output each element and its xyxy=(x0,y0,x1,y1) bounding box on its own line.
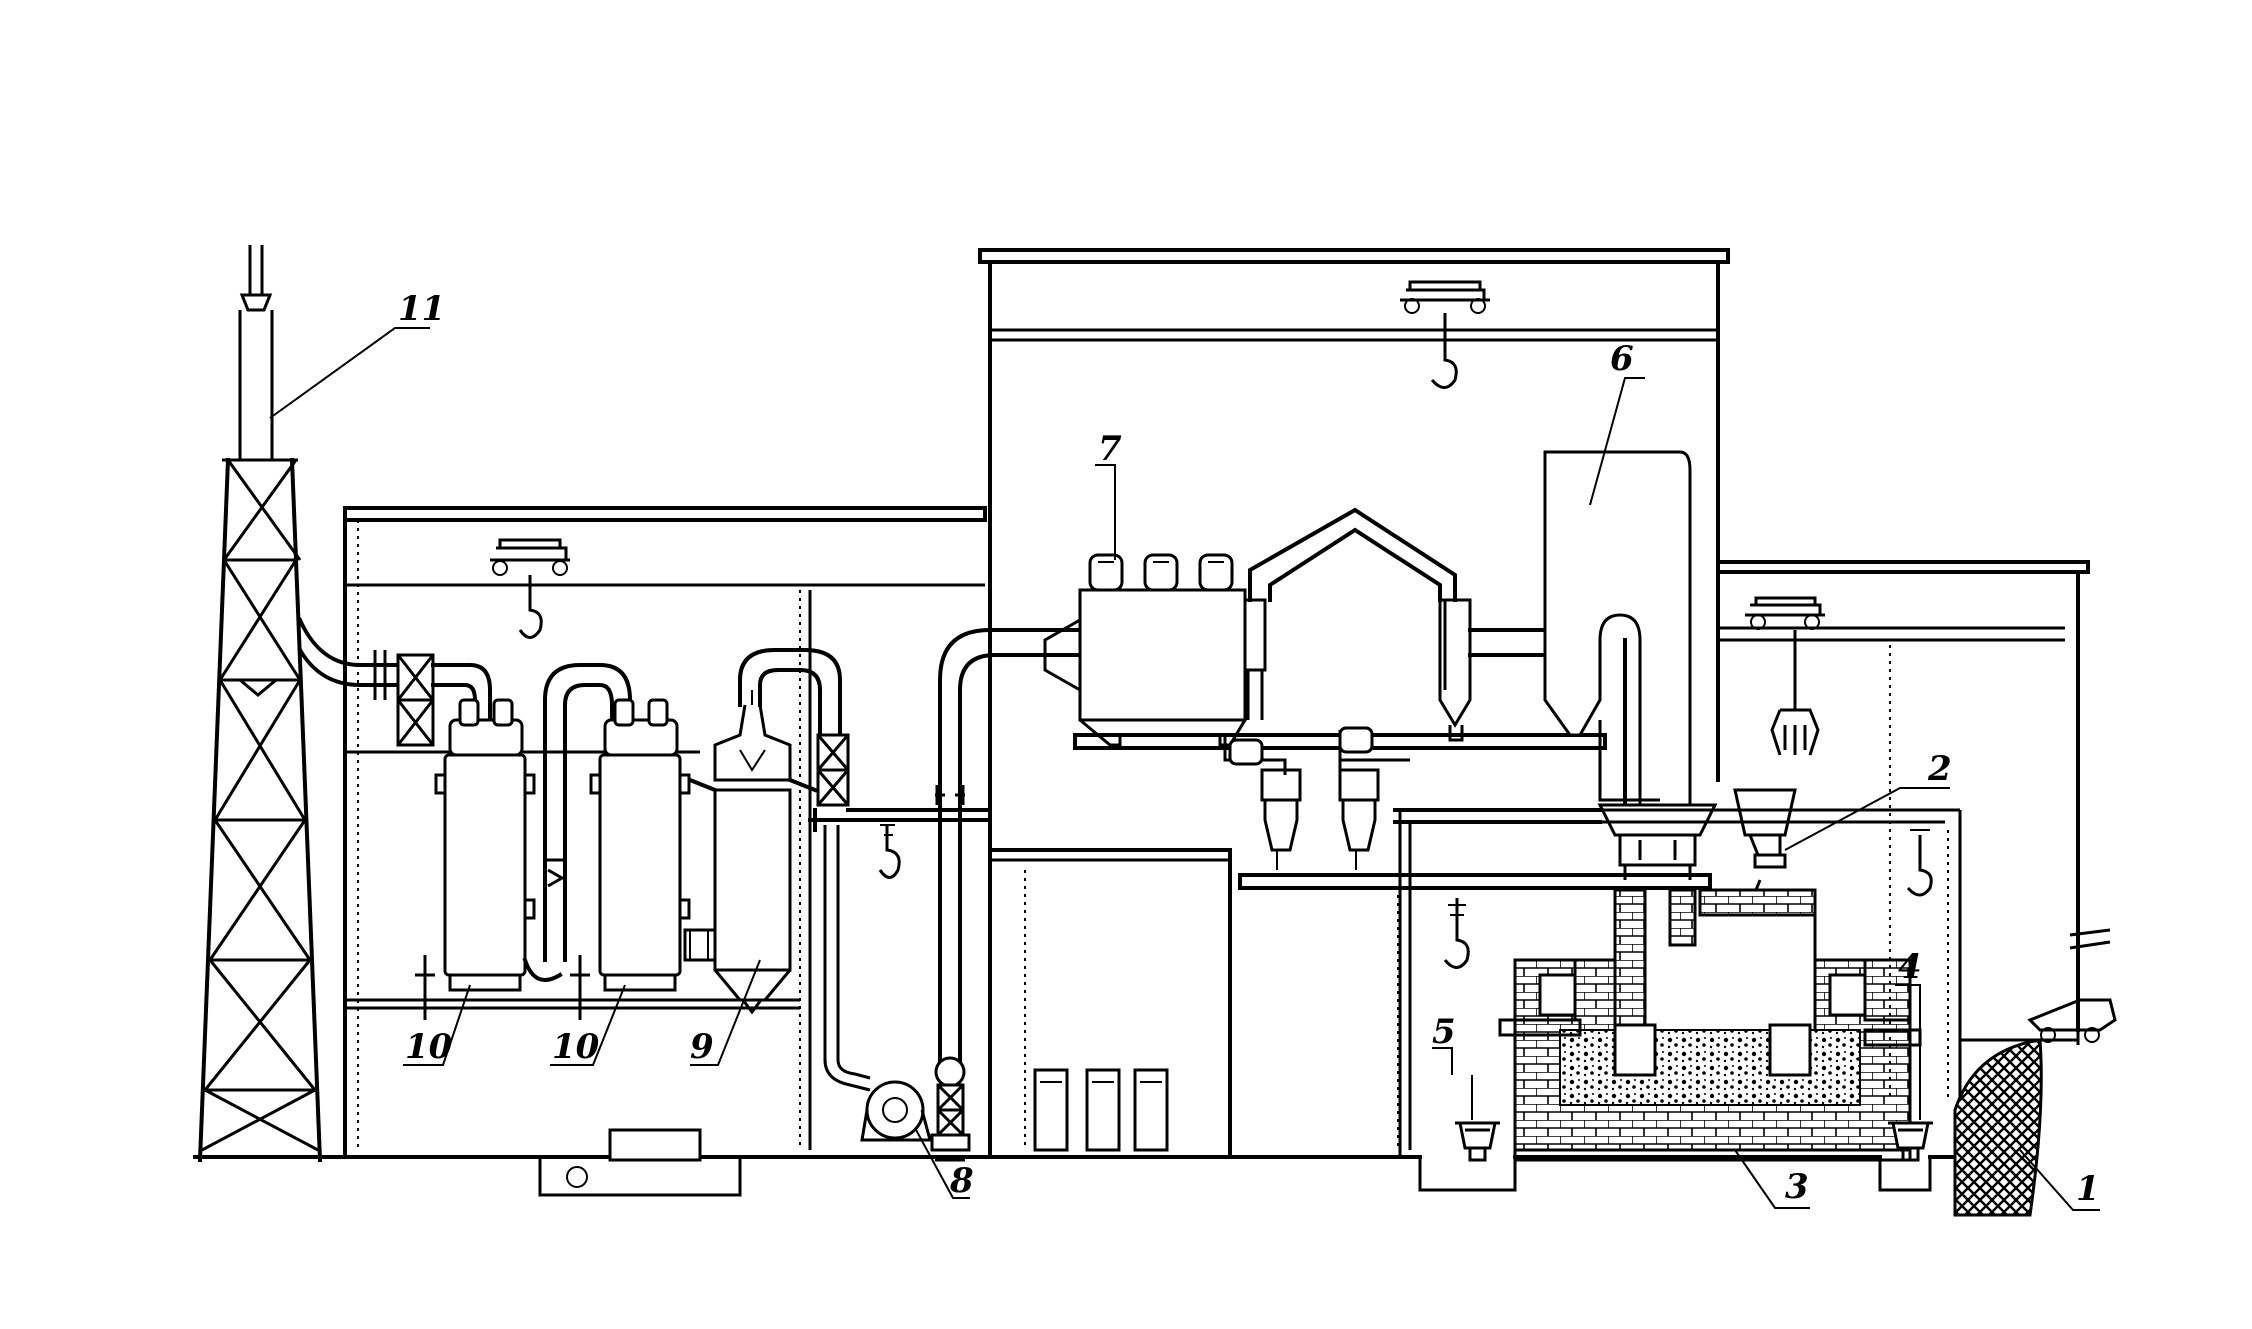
label-11: 11 xyxy=(398,289,445,329)
middle-platform xyxy=(808,818,987,879)
callout-2: 2 xyxy=(1784,749,1952,851)
label-1: 1 xyxy=(2076,1169,2100,1209)
label-10a: 10 xyxy=(405,1027,453,1067)
left-building xyxy=(343,506,987,1188)
storage-tank-6 xyxy=(1543,450,1692,822)
cyclone-scrubber-9 xyxy=(687,648,992,1015)
furnace-3 xyxy=(1498,788,1922,1162)
callout-7: 7 xyxy=(1095,429,1122,560)
inter-scrubber-pipe xyxy=(522,663,632,982)
label-2: 2 xyxy=(1927,749,1952,789)
callout-4: 4 xyxy=(1895,947,1922,1120)
callout-3: 3 xyxy=(1734,1149,1810,1209)
dryer-chamber-7 xyxy=(1043,553,1267,747)
label-8: 8 xyxy=(949,1161,974,1201)
label-4: 4 xyxy=(1898,947,1922,987)
callout-10a: 10 xyxy=(403,984,471,1067)
dryer-platform xyxy=(1073,726,1607,775)
callout-10b: 10 xyxy=(550,984,626,1067)
arched-duct xyxy=(1248,507,1547,742)
callout-1: 1 xyxy=(2019,1149,2100,1211)
callout-11: 11 xyxy=(269,289,445,419)
center-building xyxy=(978,248,1730,1157)
scrubber-tower-10b xyxy=(570,698,717,1020)
ladle-5 xyxy=(1455,1075,1500,1162)
ground-line xyxy=(193,1155,1957,1197)
right-building xyxy=(1397,560,2090,1155)
ladle-4 xyxy=(1888,1121,1933,1162)
label-10b: 10 xyxy=(552,1027,600,1067)
exhaust-fan-8 xyxy=(823,825,971,1162)
label-3: 3 xyxy=(1785,1167,1809,1207)
label-7: 7 xyxy=(1098,429,1122,469)
label-9: 9 xyxy=(690,1027,714,1067)
callout-6: 6 xyxy=(1589,339,1645,506)
label-5: 5 xyxy=(1432,1012,1456,1052)
callout-5: 5 xyxy=(1432,1012,1456,1075)
callout-9: 9 xyxy=(690,959,761,1067)
flue-duct xyxy=(297,617,492,747)
riser-pipe xyxy=(935,628,1082,1062)
chimney-stack xyxy=(197,245,323,1163)
label-6: 6 xyxy=(1610,339,1634,379)
cyclone-hoppers xyxy=(1260,760,1380,870)
scrubber-tower-10a xyxy=(415,698,536,1020)
callout-8: 8 xyxy=(914,1127,974,1201)
